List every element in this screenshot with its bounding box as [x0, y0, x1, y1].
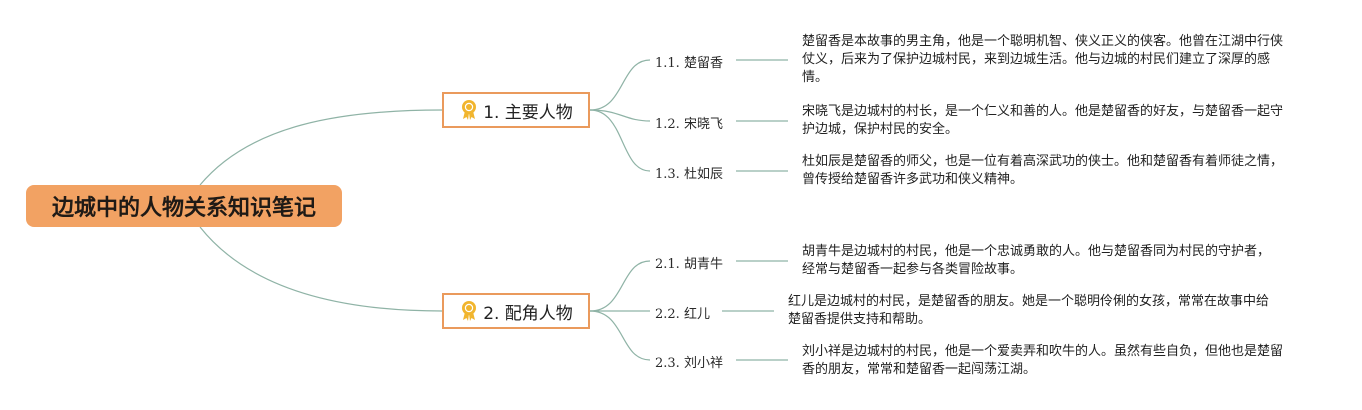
branch-2-to-leaf-1-line: [589, 260, 651, 312]
note-hong-er[interactable]: 红儿是边城村的村民，是楚留香的朋友。她是一个聪明伶俐的女孩，常常在故事中给楚留香…: [788, 294, 1270, 327]
branch-1-to-leaf-3-line: [589, 109, 651, 172]
subtopic-liu-xiaoxiang[interactable]: 2.3. 刘小祥: [655, 356, 723, 371]
award-ribbon-icon: [459, 99, 479, 121]
branch-topic-supporting-characters[interactable]: 2. 配角人物: [442, 293, 590, 329]
note-liu-xiaoxiang[interactable]: 刘小祥是边城村的村民，他是一个爱卖弄和吹牛的人。虽然有些自负，但他也是楚留香的朋…: [802, 344, 1284, 377]
root-to-branch-1-line: [199, 109, 443, 186]
branch-2-to-leaf-3-line: [589, 310, 651, 361]
note-du-ruchen[interactable]: 杜如辰是楚留香的师父，也是一位有着高深武功的侠士。他和楚留香有着师徒之情，曾传授…: [802, 154, 1284, 187]
note-hu-qingniu[interactable]: 胡青牛是边城村的村民，他是一个忠诚勇敢的人。他与楚留香同为村民的守护者，经常与楚…: [802, 244, 1271, 277]
root-topic[interactable]: 边城中的人物关系知识笔记: [26, 185, 342, 227]
branch-topic-label: 1. 主要人物: [483, 102, 573, 123]
subtopic-du-ruchen[interactable]: 1.3. 杜如辰: [655, 167, 723, 182]
subtopic-chu-liuxiang[interactable]: 1.1. 楚留香: [655, 56, 723, 71]
root-topic-title: 边城中的人物关系知识笔记: [51, 196, 316, 221]
note-song-xiaofei[interactable]: 宋晓飞是边城村的村长，是一个仁义和善的人。他是楚留香的好友，与楚留香一起守护边城…: [802, 104, 1284, 137]
subtopic-hu-qingniu[interactable]: 2.1. 胡青牛: [655, 257, 723, 272]
branch-1-to-leaf-2-line: [589, 109, 651, 122]
branch-topic-label: 2. 配角人物: [483, 303, 573, 324]
note-chu-liuxiang[interactable]: 楚留香是本故事的男主角，他是一个聪明机智、侠义正义的侠客。他曾在江湖中行侠仗义，…: [802, 34, 1284, 85]
branch-1-to-leaf-1-line: [589, 59, 651, 111]
branch-topic-main-characters[interactable]: 1. 主要人物: [442, 92, 590, 128]
subtopic-hong-er[interactable]: 2.2. 红儿: [655, 307, 710, 322]
subtopic-song-xiaofei[interactable]: 1.2. 宋晓飞: [655, 117, 723, 132]
award-ribbon-icon: [459, 300, 479, 322]
root-to-branch-2-line: [199, 226, 443, 312]
